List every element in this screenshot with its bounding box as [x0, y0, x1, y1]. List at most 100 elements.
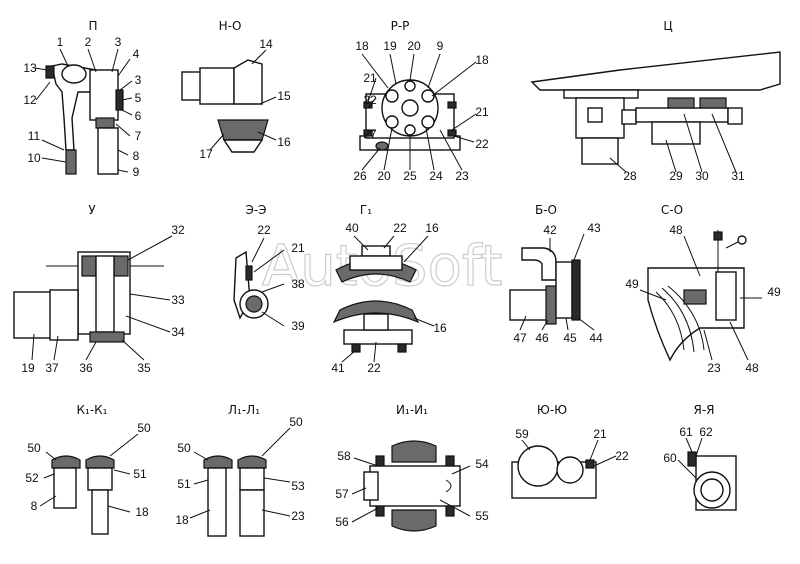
- callout: 22: [475, 137, 489, 151]
- callout: 18: [475, 53, 489, 67]
- view-title: Л₁-Л₁: [228, 403, 260, 417]
- callout: 19: [21, 361, 35, 375]
- callout: 14: [259, 37, 273, 51]
- callout: 50: [137, 421, 151, 435]
- callout: 27: [363, 127, 377, 141]
- callout: 17: [199, 147, 213, 161]
- callout: 29: [669, 169, 683, 183]
- callout: 8: [31, 499, 38, 513]
- callout: 3: [115, 35, 122, 49]
- callout: 3: [135, 73, 142, 87]
- callout: 12: [23, 93, 37, 107]
- callout: 35: [137, 361, 151, 375]
- callout: 34: [171, 325, 185, 339]
- callout: 44: [589, 331, 603, 345]
- callout: 22: [367, 361, 381, 375]
- callout: 9: [133, 165, 140, 179]
- view-u: У 32 33 34 19 37 36 35: [13, 203, 185, 375]
- callout: 30: [695, 169, 709, 183]
- callout: 42: [543, 223, 557, 237]
- callout: 9: [437, 39, 444, 53]
- callout: 55: [475, 509, 489, 523]
- callout: 22: [363, 93, 377, 107]
- callout: 22: [393, 221, 407, 235]
- callout: 8: [133, 149, 140, 163]
- callout: 24: [429, 169, 443, 183]
- callout: 21: [363, 71, 377, 85]
- callout: 33: [171, 293, 185, 307]
- callout: 22: [615, 449, 629, 463]
- view-title: Р-Р: [391, 19, 410, 33]
- callout: 40: [345, 221, 359, 235]
- callout: 22: [257, 223, 271, 237]
- view-rr: Р-Р 18 19 20 9 18 21 22 27 21 22 26 20 2…: [353, 19, 489, 183]
- callout: 6: [135, 109, 142, 123]
- callout: 5: [135, 91, 142, 105]
- callout: 13: [23, 61, 37, 75]
- view-title: Ц: [663, 19, 672, 33]
- view-title: С-О: [661, 203, 683, 217]
- callout: 56: [335, 515, 349, 529]
- callout: 32: [171, 223, 185, 237]
- callout: 21: [593, 427, 607, 441]
- view-ts: Ц 28 29 30 31: [530, 19, 781, 183]
- callout: 48: [669, 223, 683, 237]
- callout: 1: [57, 35, 64, 49]
- callout: 23: [455, 169, 469, 183]
- callout: 46: [535, 331, 549, 345]
- callout: 19: [383, 39, 397, 53]
- view-title: К₁-К₁: [77, 403, 108, 417]
- callout: 50: [289, 415, 303, 429]
- view-title: Г₁: [360, 203, 372, 217]
- callout: 10: [27, 151, 41, 165]
- view-title: Э-Э: [245, 203, 266, 217]
- callout: 62: [699, 425, 713, 439]
- callout: 39: [291, 319, 305, 333]
- callout: 51: [133, 467, 147, 481]
- callout: 21: [475, 105, 489, 119]
- callout: 61: [679, 425, 693, 439]
- callout: 20: [407, 39, 421, 53]
- view-title: Я-Я: [693, 403, 714, 417]
- callout: 59: [515, 427, 529, 441]
- callout: 18: [355, 39, 369, 53]
- view-title: Н-О: [219, 19, 242, 33]
- callout: 11: [28, 129, 41, 143]
- callout: 25: [403, 169, 417, 183]
- view-i1: И₁-И₁ 58 54 57 56 55: [335, 403, 489, 532]
- callout: 48: [745, 361, 759, 375]
- callout: 31: [731, 169, 745, 183]
- view-title: У: [88, 203, 96, 217]
- view-k1: К₁-К₁ 50 50 52 51 8 18: [25, 403, 151, 535]
- callout: 54: [475, 457, 489, 471]
- callout: 23: [291, 509, 305, 523]
- view-p: П 1 2 3 4 13 12 3 5 6 7 11 10 8 9: [23, 19, 141, 179]
- callout: 21: [291, 241, 305, 255]
- callout: 7: [135, 129, 142, 143]
- view-title: Ю-Ю: [537, 403, 567, 417]
- callout: 50: [27, 441, 41, 455]
- callout: 60: [663, 451, 677, 465]
- view-ya: Я-Я 61 62 60: [663, 403, 737, 511]
- callout: 43: [587, 221, 601, 235]
- view-title: Б-О: [535, 203, 557, 217]
- callout: 47: [513, 331, 527, 345]
- callout: 58: [337, 449, 351, 463]
- view-so: С-О 48 49 49 23 48: [625, 203, 781, 375]
- callout: 38: [291, 277, 305, 291]
- callout: 23: [707, 361, 721, 375]
- view-bo: Б-О 42 43 47 46 45 44: [509, 203, 603, 345]
- callout: 20: [377, 169, 391, 183]
- view-ee: Э-Э 22 21 38 39: [233, 203, 305, 333]
- view-yu: Ю-Ю 59 21 22: [511, 403, 629, 499]
- callout: 49: [625, 277, 639, 291]
- callout: 4: [133, 47, 140, 61]
- callout: 15: [277, 89, 291, 103]
- view-g1: Г₁ 40 22 16 16 41 22: [331, 203, 447, 375]
- callout: 49: [767, 285, 781, 299]
- callout: 18: [175, 513, 189, 527]
- view-title: П: [88, 19, 97, 33]
- view-title: И₁-И₁: [396, 403, 428, 417]
- callout: 57: [335, 487, 349, 501]
- callout: 26: [353, 169, 367, 183]
